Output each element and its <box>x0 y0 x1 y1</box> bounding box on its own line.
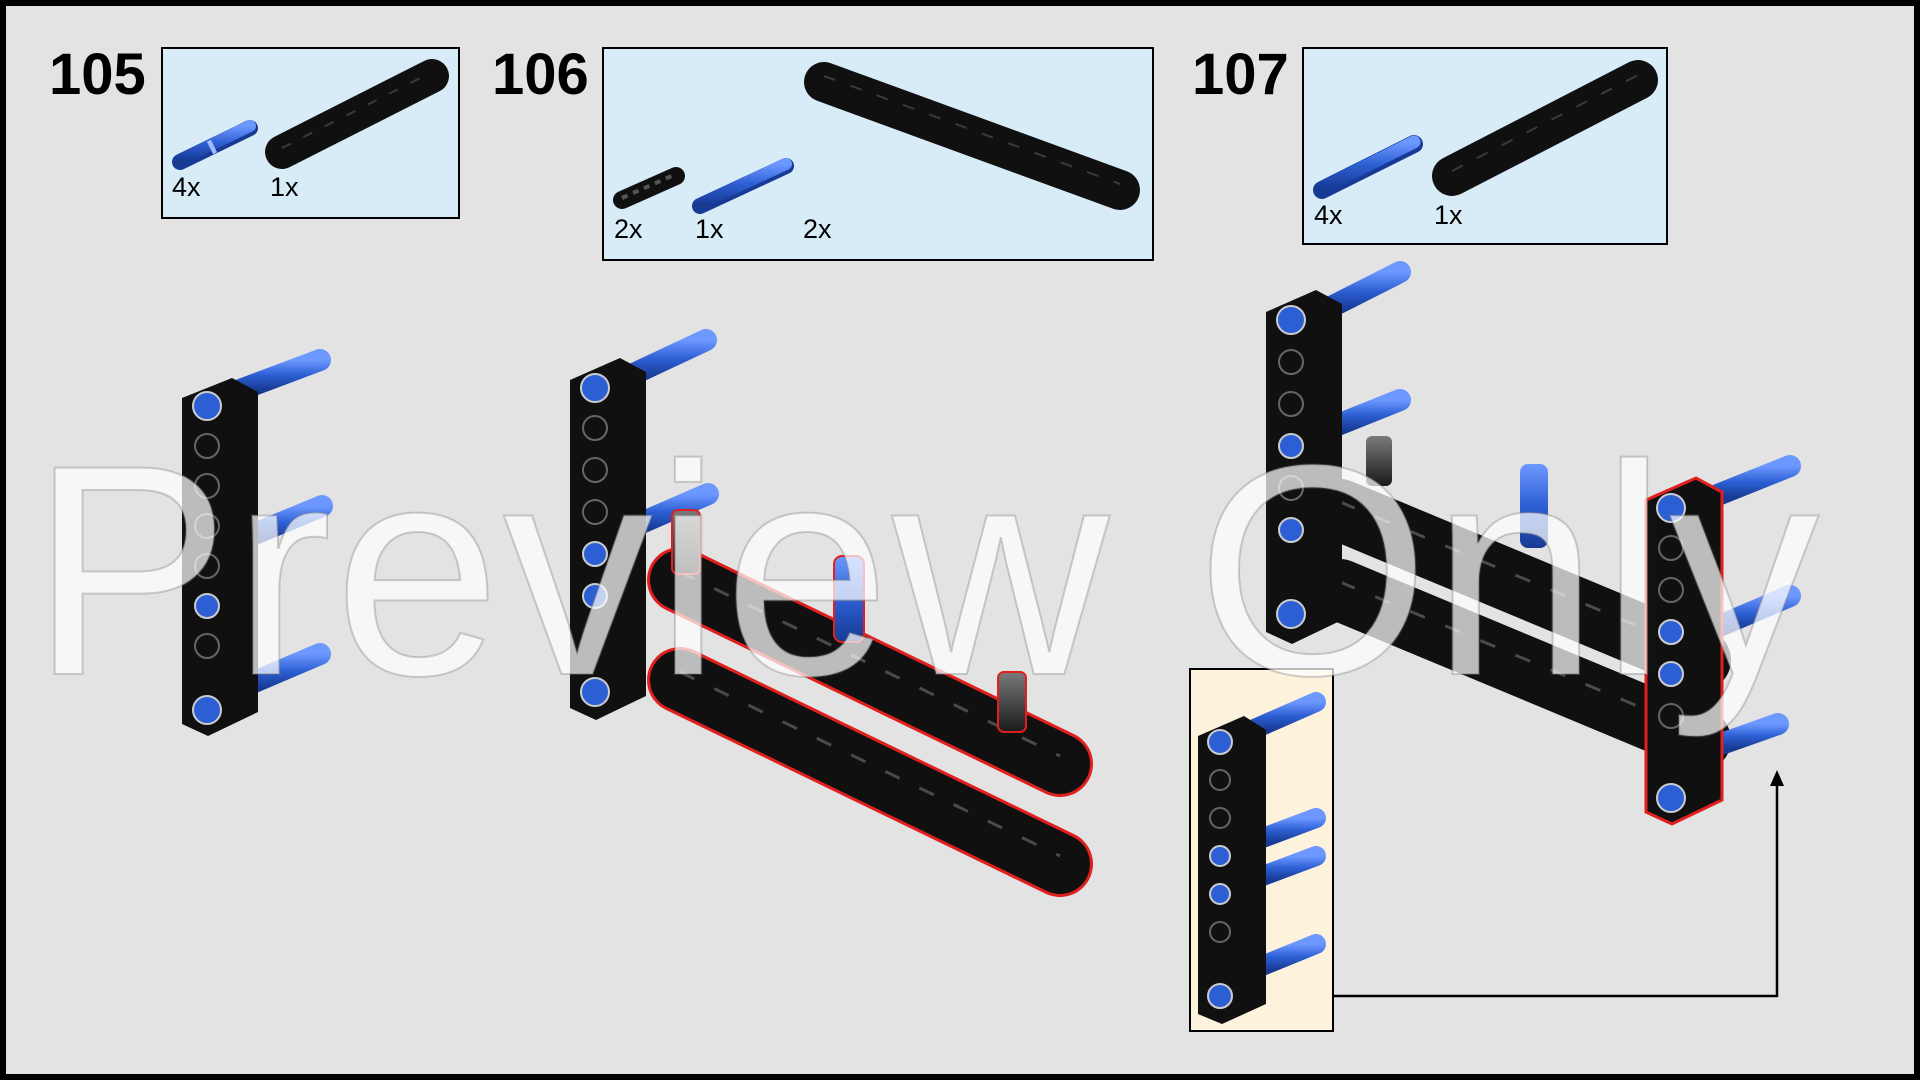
black-beam-11-icon <box>804 62 1140 210</box>
arrow-head-icon <box>1770 770 1784 786</box>
black-beam-icon <box>570 358 646 720</box>
black-beam-icon <box>1198 716 1266 1024</box>
preview-watermark: Preview Only <box>29 402 1822 738</box>
part-qty: 1x <box>1434 200 1463 230</box>
black-beam-7-icon <box>265 59 449 169</box>
black-beam-icon <box>1266 290 1342 644</box>
black-beam-11-icon <box>647 547 1093 797</box>
part-qty: 1x <box>270 172 299 202</box>
black-beam-icon <box>1644 476 1724 826</box>
black-beam-11-icon <box>647 647 1093 897</box>
blue-pin-icon <box>1242 692 1326 740</box>
step-number-105: 105 <box>49 42 146 107</box>
black-beam-7-icon <box>1432 60 1658 196</box>
step-106-model <box>570 329 1093 897</box>
blue-pin-icon <box>172 120 258 170</box>
black-pin-icon <box>613 167 685 209</box>
black-beam-icon <box>182 378 258 736</box>
blue-pin-icon <box>229 349 331 401</box>
black-beam-11-icon <box>1309 479 1731 691</box>
part-qty: 1x <box>695 214 724 244</box>
black-pin-icon <box>1366 436 1392 486</box>
part-qty: 2x <box>803 214 832 244</box>
part-qty: 4x <box>172 172 201 202</box>
step-105-model <box>182 349 333 736</box>
step-107-model <box>1266 261 1801 826</box>
placement-arrow <box>1333 770 1784 998</box>
black-pin-icon <box>671 509 701 575</box>
black-beam-11-icon <box>1309 559 1731 771</box>
part-qty: 2x <box>614 214 643 244</box>
step-number-107: 107 <box>1192 42 1289 107</box>
part-qty: 4x <box>1314 200 1343 230</box>
blue-pin-icon <box>1313 135 1423 199</box>
blue-pin-icon <box>692 158 794 214</box>
step-number-106: 106 <box>492 42 589 107</box>
subassembly-model <box>1198 692 1326 1024</box>
blue-pin-icon <box>833 555 865 643</box>
blue-pin-icon <box>1520 464 1548 548</box>
black-pin-icon <box>997 671 1027 733</box>
